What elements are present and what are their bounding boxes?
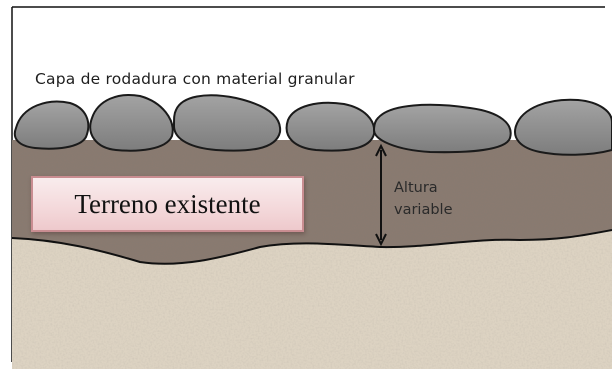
stones-group: [13, 94, 612, 156]
stone-6: [514, 98, 612, 156]
stone-2: [89, 94, 174, 152]
layer-boundary-line: [11, 229, 612, 265]
stone-1: [13, 100, 90, 150]
height-label-line-1: Altura: [394, 180, 438, 196]
existing-terrain-label: Terreno existente: [74, 188, 261, 219]
height-label-line-2: variable: [394, 202, 453, 218]
granular-layer: [12, 140, 612, 264]
stone-4: [285, 101, 376, 152]
stone-5: [372, 103, 512, 154]
rolling-layer-label: Capa de rodadura con material granular: [35, 70, 355, 88]
height-arrow: [375, 143, 387, 247]
variable-height-label: Altura variable: [394, 177, 453, 221]
existing-terrain-label-box: Terreno existente: [31, 176, 304, 232]
stone-3: [172, 94, 282, 152]
